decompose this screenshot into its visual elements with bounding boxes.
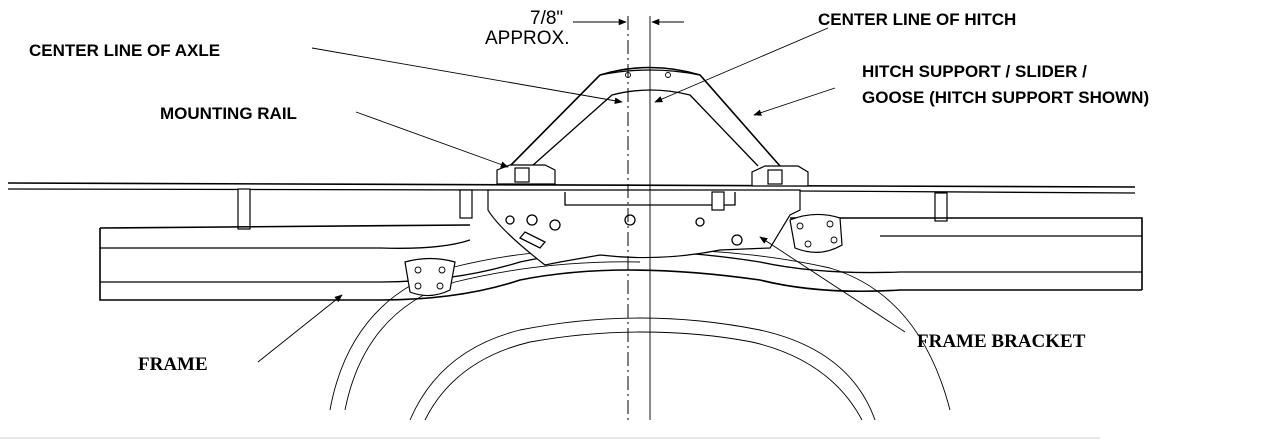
bed-supports: [237, 188, 948, 230]
hitch-support: [509, 66, 781, 167]
frame-bracket-label: FRAME BRACKET: [917, 331, 1086, 352]
frame-label: FRAME: [138, 354, 208, 375]
leader-lines: [257, 27, 906, 363]
hitch-support-label-line1: HITCH SUPPORT / SLIDER /: [862, 62, 1087, 81]
mounting-rail-label: MOUNTING RAIL: [160, 104, 297, 123]
mounting-rail-brackets: [496, 164, 809, 187]
hitch-support-label-line2: GOOSE (HITCH SUPPORT SHOWN): [862, 88, 1149, 107]
dimension-label: 7/8": [530, 8, 563, 29]
center-line-hitch-label: CENTER LINE OF HITCH: [818, 10, 1016, 29]
center-lines: [627, 16, 651, 420]
center-line-axle-label: CENTER LINE OF AXLE: [29, 41, 220, 60]
frame-bracket: [487, 189, 801, 266]
spring-hangers: [404, 213, 843, 297]
approx-label: APPROX.: [485, 28, 569, 49]
